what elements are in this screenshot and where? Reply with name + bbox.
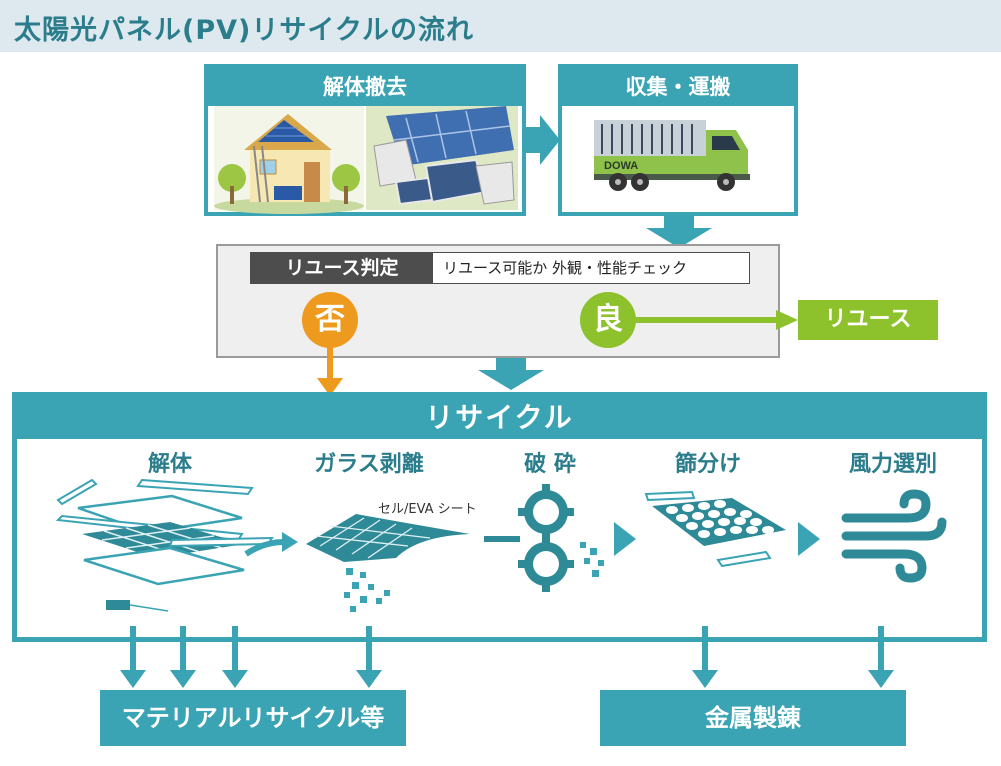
reuse-box: リユース <box>798 300 938 340</box>
sheet-to-crusher-line <box>484 536 520 542</box>
dismantled-solar-panels-illustration <box>366 106 518 210</box>
cell-eva-sheet-note: セル/EVA シート <box>378 502 477 517</box>
arrow-to-wind-separation <box>798 522 820 556</box>
accept-circle: 良 <box>580 292 636 348</box>
step-label-glass-removal: ガラス剥離 <box>314 452 424 477</box>
house-with-solar-panels-illustration <box>214 106 364 214</box>
demolition-heading: 解体撤去 <box>208 68 522 106</box>
crusher-gears-illustration <box>518 484 604 592</box>
output-arrow-sieve <box>692 626 718 688</box>
recycle-heading: リサイクル <box>17 397 982 439</box>
accept-right-arrow <box>634 310 798 330</box>
step-label-sieving: 篩分け <box>674 452 741 477</box>
reuse-judgement-label: リユース判定 <box>250 252 434 284</box>
material-recycle-box: マテリアルリサイクル等 <box>100 690 406 746</box>
arrow-to-sieving <box>614 522 636 556</box>
peeled-cell-sheet-illustration <box>306 514 470 612</box>
sieve-illustration <box>644 490 786 568</box>
output-arrow-glass <box>356 626 382 688</box>
step-label-crushing: 破 砕 <box>524 452 576 477</box>
exploded-panel-illustration <box>55 478 274 612</box>
arrow-to-glass-removal <box>244 532 298 557</box>
truck-logo-text: DOWA <box>604 160 638 172</box>
reject-circle: 否 <box>302 292 358 348</box>
transport-heading: 収集・運搬 <box>562 68 794 106</box>
truck-illustration: DOWA <box>594 120 750 191</box>
arrow-judgement-to-recycle <box>478 358 544 390</box>
metal-smelting-box: 金属製錬 <box>600 690 906 746</box>
page-title: 太陽光パネル(PV)リサイクルの流れ <box>14 15 475 46</box>
title-bar <box>0 0 1001 52</box>
arrow-demolition-to-transport <box>526 115 560 165</box>
output-arrow-wind <box>868 626 894 688</box>
output-arrows-material <box>120 626 248 688</box>
wind-icon <box>841 489 947 583</box>
reject-down-arrow <box>317 346 343 396</box>
step-label-disassembly: 解体 <box>147 452 192 477</box>
step-label-wind-separation: 風力選別 <box>848 452 937 477</box>
reuse-judgement-description: リユース可能か 外観・性能チェック <box>432 252 750 284</box>
arrow-transport-to-judgement <box>646 216 712 248</box>
